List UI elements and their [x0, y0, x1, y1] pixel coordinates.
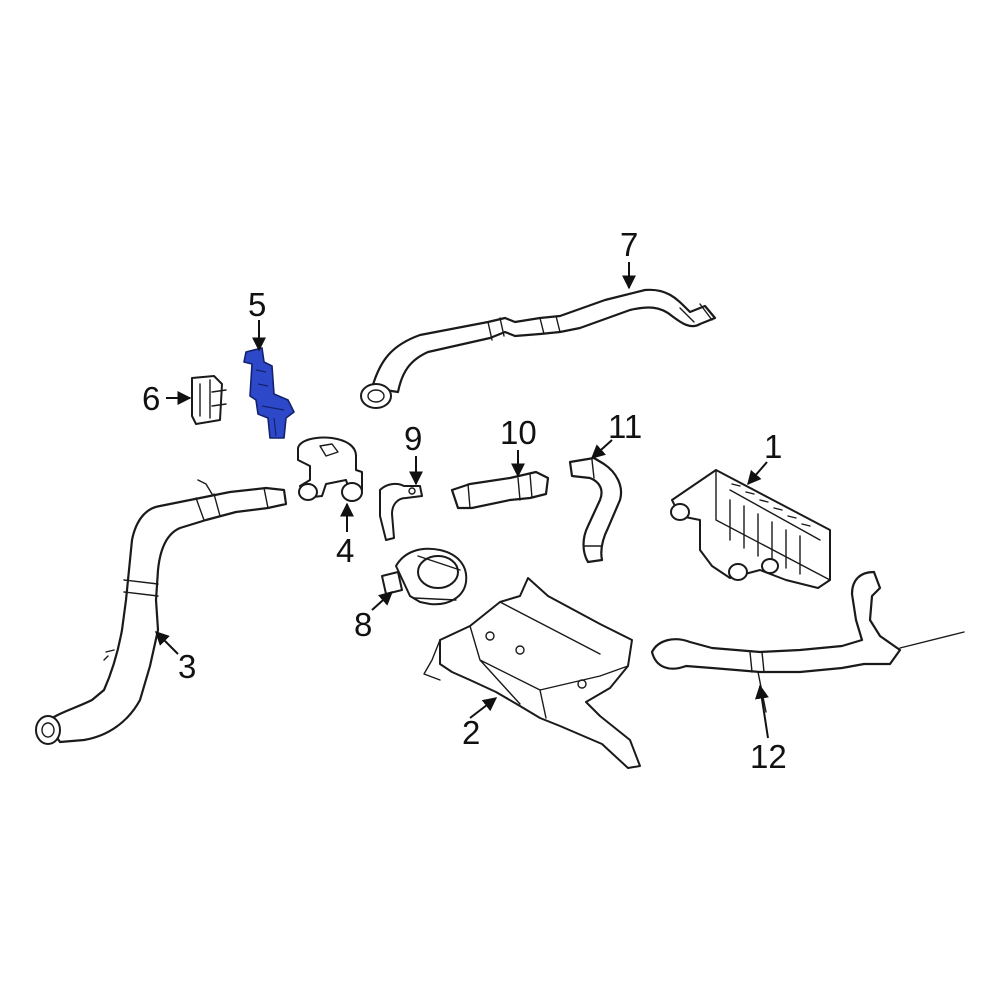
callout-1[interactable]: 1	[764, 428, 782, 465]
callout-5[interactable]: 5	[248, 286, 266, 323]
part-7-upper-hose[interactable]	[360, 288, 717, 409]
arrow-2	[469, 697, 498, 719]
callout-4[interactable]: 4	[336, 532, 354, 569]
callout-labels: 1 2 3 4 5 6 7 8 9 10 11 12	[142, 226, 787, 775]
part-11-curved-hose[interactable]	[568, 456, 623, 564]
callout-7[interactable]: 7	[620, 226, 638, 263]
arrow-12	[754, 684, 769, 739]
part-2-carrier[interactable]	[423, 577, 641, 769]
callout-11[interactable]: 11	[608, 408, 642, 445]
part-4-valve[interactable]	[297, 436, 363, 502]
part-8-pump[interactable]	[381, 547, 468, 606]
arrow-8	[371, 591, 394, 611]
callout-3[interactable]: 3	[178, 648, 196, 685]
callout-12[interactable]: 12	[750, 738, 787, 775]
part-1-manifold-unit[interactable]	[670, 469, 831, 589]
part-9-strap[interactable]	[379, 482, 423, 541]
callout-arrows	[155, 262, 769, 739]
callout-9[interactable]: 9	[404, 420, 422, 457]
part-10-short-hose[interactable]	[450, 470, 550, 510]
part-6-clip[interactable]	[191, 375, 227, 425]
part-5-bracket[interactable]	[243, 347, 295, 439]
part-12-lower-hose[interactable]	[650, 570, 965, 713]
callout-8[interactable]: 8	[354, 606, 372, 643]
arrow-3	[155, 631, 179, 655]
callout-6[interactable]: 6	[142, 380, 160, 417]
callout-10[interactable]: 10	[500, 414, 537, 451]
callout-2[interactable]: 2	[462, 714, 480, 751]
part-3-left-hose[interactable]	[35, 479, 288, 745]
arrow-11	[590, 439, 613, 459]
arrow-1	[747, 461, 768, 486]
